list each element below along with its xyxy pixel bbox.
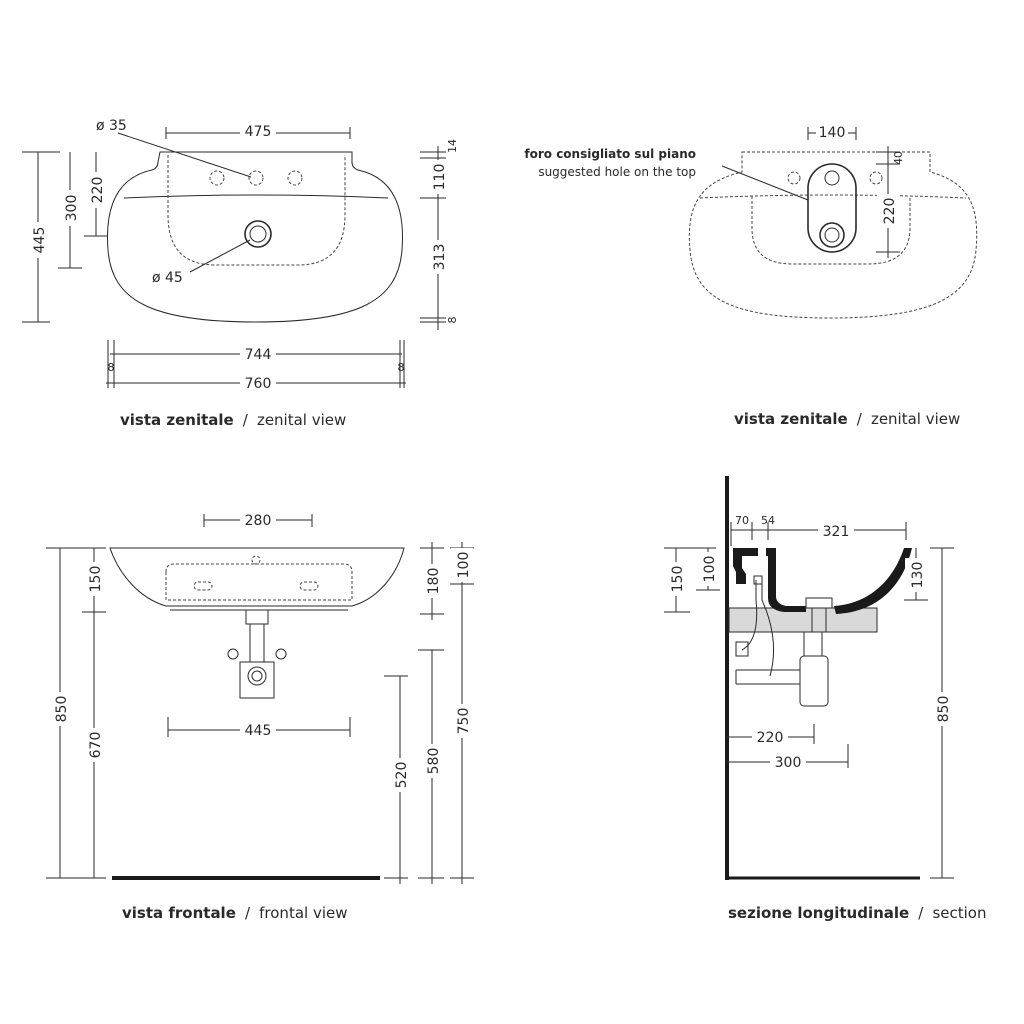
dim-side-8-left: 8 [108, 361, 115, 374]
dim-580: 580 [426, 748, 442, 775]
dim-760: 760 [245, 376, 272, 392]
dim-750: 750 [456, 708, 472, 735]
suggested-hole-slot [807, 163, 857, 253]
caption-bottom-left: vista frontale / frontal view [122, 903, 348, 922]
top-left-zenital-view: ø 35 ø 45 475 445 300 220 14 110 313 [22, 118, 459, 429]
dim-hole-large: ø 45 [152, 270, 183, 286]
dim-744: 744 [245, 347, 272, 363]
basin-outline [107, 151, 403, 323]
dim-321: 321 [823, 524, 850, 540]
dim-300: 300 [64, 195, 80, 222]
dim-445: 445 [32, 227, 48, 254]
drain-inner [249, 225, 267, 243]
dim-14: 14 [446, 139, 459, 153]
dim-220-section: 220 [757, 730, 784, 746]
caption-top-right: vista zenitale / zenital view [734, 409, 960, 428]
bottom-right-section-view: 70 54 321 150 100 130 850 220 300 [664, 476, 986, 922]
note-suggested-hole-en: suggested hole on the top [538, 165, 696, 179]
basin-inner-edge [123, 194, 389, 199]
dim-445-front: 445 [245, 723, 272, 739]
dim-54: 54 [761, 514, 775, 527]
dim-300-section: 300 [775, 755, 802, 771]
tap-hole-left [209, 170, 225, 186]
dim-850-section: 850 [936, 696, 952, 723]
top-right-zenital-view: foro consigliato sul piano suggested hol… [524, 124, 978, 428]
dim-850-front: 850 [54, 696, 70, 723]
tap-hole-right [287, 170, 303, 186]
dim-140: 140 [819, 125, 846, 141]
caption-bottom-right: sezione longitudinale / section [728, 903, 986, 922]
basin-section-left-wall [733, 548, 758, 584]
dim-280: 280 [245, 513, 272, 529]
trap-bottle [239, 661, 275, 699]
drain-outer [244, 220, 272, 248]
dim-475: 475 [245, 124, 272, 140]
dim-110: 110 [432, 164, 448, 191]
basin-dashed-outline [688, 151, 978, 319]
caption-top-left: vista zenitale / zenital view [120, 410, 346, 429]
dim-220-left: 220 [90, 177, 106, 204]
dim-70: 70 [735, 514, 749, 527]
note-suggested-hole-it: foro consigliato sul piano [524, 147, 696, 161]
drain-hole [819, 222, 845, 248]
dim-100-section: 100 [702, 556, 718, 583]
dim-220-right: 220 [882, 198, 898, 225]
dim-130: 130 [910, 562, 926, 589]
countertop [728, 607, 878, 633]
basin-section-bowl [834, 548, 912, 614]
trap-waste-pipe [245, 609, 269, 625]
dim-313: 313 [432, 244, 448, 271]
dim-40: 40 [892, 151, 905, 165]
tap-hole-center [248, 170, 264, 186]
dim-side-8-right: 8 [398, 361, 405, 374]
basin-section-body [766, 548, 806, 612]
dim-8-bottom: 8 [446, 317, 459, 324]
dim-hole-small: ø 35 [96, 118, 127, 134]
dim-150-section: 150 [670, 566, 686, 593]
dim-670: 670 [88, 732, 104, 759]
dim-150-front: 150 [88, 566, 104, 593]
dim-100-front: 100 [456, 552, 472, 579]
bottom-left-frontal-view: 280 445 850 150 670 180 100 750 [46, 511, 474, 922]
dim-520: 520 [394, 762, 410, 789]
basin-front-outline [109, 547, 405, 607]
bowl-dashed-outline [167, 155, 346, 266]
dim-180: 180 [426, 568, 442, 595]
